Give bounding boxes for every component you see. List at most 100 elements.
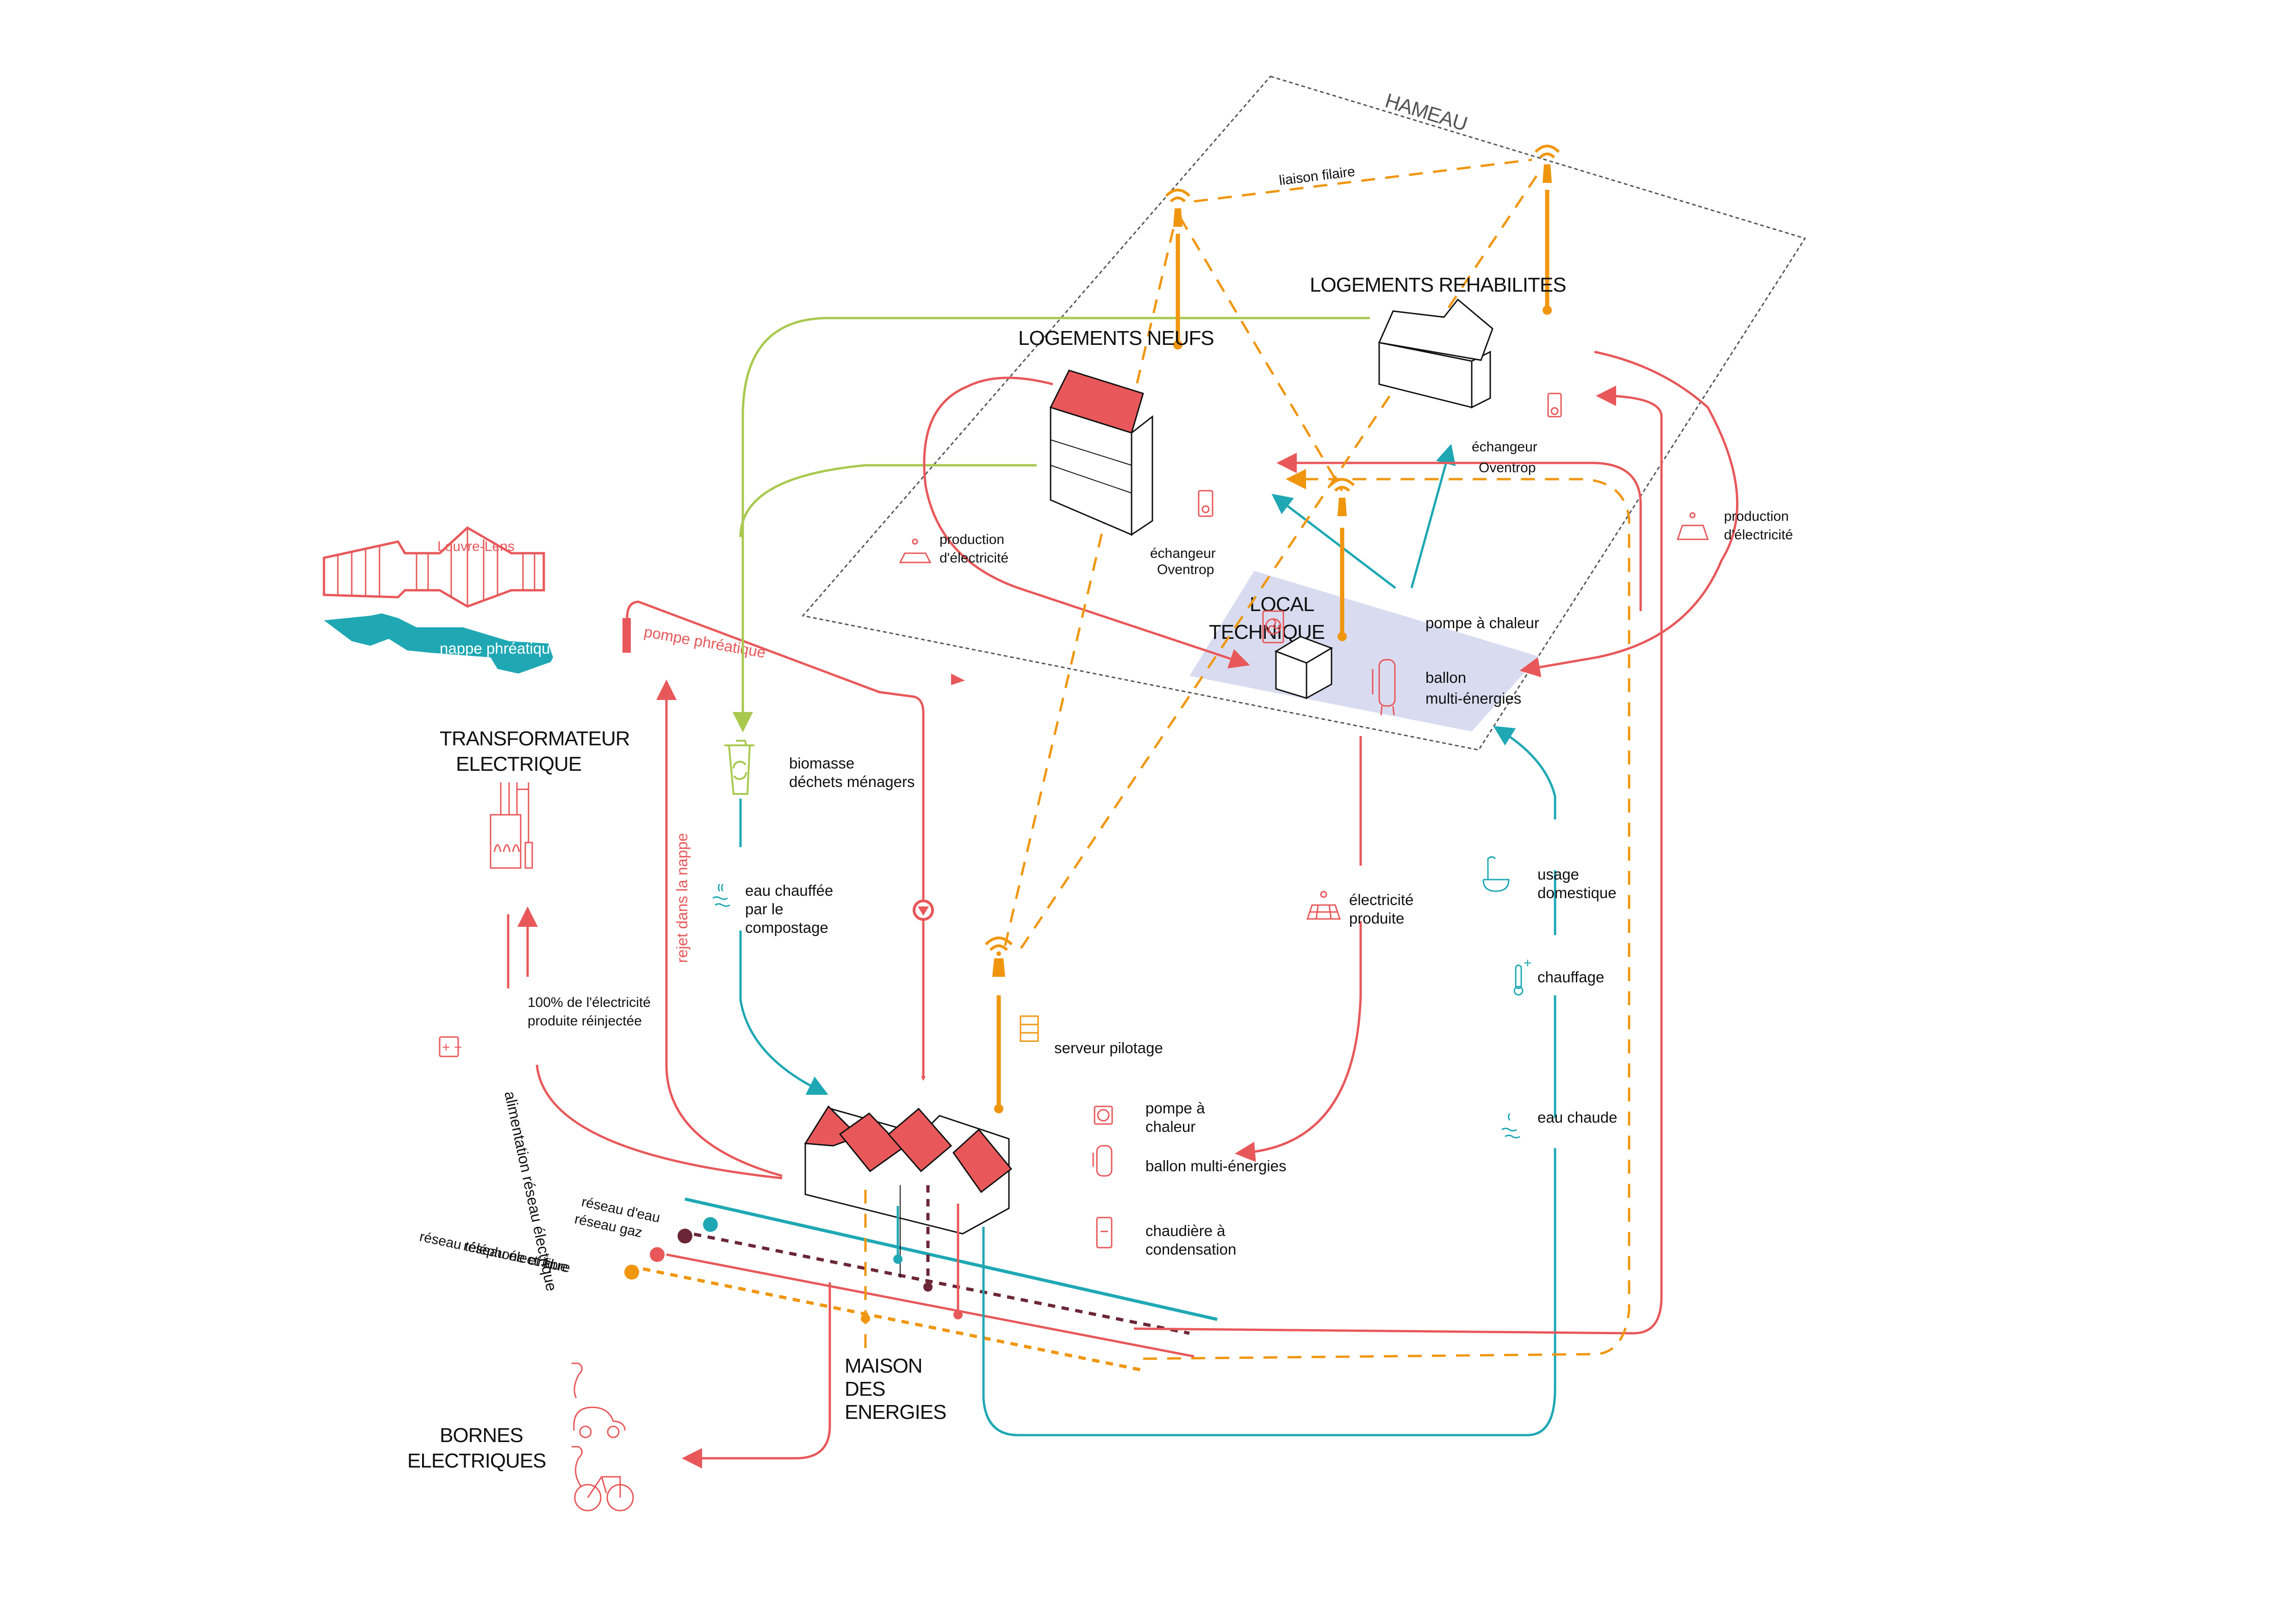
liaison-filaire-line xyxy=(1194,158,1532,203)
svg-text:+: + xyxy=(1524,956,1532,971)
bornes-label-2: ELECTRIQUES xyxy=(407,1449,546,1472)
pompe-maison-label-1: pompe à xyxy=(1145,1099,1205,1117)
rejet-nappe-line xyxy=(656,680,783,1177)
logements-rehabilites-building xyxy=(1378,298,1493,409)
reinjectee-label-1: 100% de l'électricité xyxy=(528,995,651,1010)
teal-to-rehab xyxy=(1410,443,1456,588)
solar-panel-icon-left xyxy=(899,538,932,563)
wifi-antenna-icon-rehab xyxy=(1534,144,1560,183)
heat-exchanger-icon-rehab xyxy=(1547,393,1562,418)
solar-panel-icon xyxy=(1306,891,1341,920)
data-wire-neufs-left xyxy=(1003,229,1175,949)
pompe-chaleur-local-label: pompe à chaleur xyxy=(1425,614,1539,631)
red-neufs-loop xyxy=(923,376,1250,668)
elec-produite-label-1: électricité xyxy=(1349,891,1413,908)
electric-bike-icon xyxy=(572,1446,634,1512)
battery-icon: + − xyxy=(439,1036,462,1057)
usage-label-1: usage xyxy=(1537,866,1579,883)
louvre-lens-label: Louvre-Lens xyxy=(437,539,515,554)
alimentation-line xyxy=(535,1064,783,1180)
storage-tank-icon xyxy=(1372,659,1396,716)
maison-label-2: DES xyxy=(845,1378,885,1400)
local-technique-plate xyxy=(1189,571,1539,731)
liaison-filaire-label: liaison filaire xyxy=(1278,164,1356,188)
data-wire-rehab xyxy=(1019,175,1538,950)
heat-pump-icon xyxy=(1262,610,1284,643)
eau-chaude-label: eau chaude xyxy=(1537,1109,1618,1126)
eau-chauffee-label-1: eau chauffée xyxy=(745,882,833,899)
chauffage-label: chauffage xyxy=(1537,968,1604,986)
recycle-bin-icon xyxy=(724,740,754,795)
red-grid-neufs xyxy=(1276,453,1642,611)
production-left-label-1: production xyxy=(940,532,1004,547)
maison-label-3: ENERGIES xyxy=(845,1401,946,1424)
logements-neufs-building xyxy=(1049,369,1153,536)
chaudiere-label-2: condensation xyxy=(1145,1241,1236,1258)
wifi-antenna-icon-neufs xyxy=(1165,188,1191,227)
storage-tank-icon-maison xyxy=(1092,1145,1113,1177)
electric-car-icon xyxy=(572,1362,626,1438)
red-rehab-loop xyxy=(1519,350,1739,677)
thermometer-icon: + xyxy=(1513,956,1532,996)
transformateur-label-2: ELECTRIQUE xyxy=(456,753,581,775)
echangeur-rehab-label-1: échangeur xyxy=(1472,439,1537,455)
reinjectee-label-2: produite réinjectée xyxy=(528,1013,642,1029)
serveur-label: serveur pilotage xyxy=(1054,1039,1163,1056)
louvre-lens-building: Louvre-Lens xyxy=(323,526,545,608)
solar-panel-icon-right xyxy=(1676,512,1709,540)
boiler-icon xyxy=(1096,1217,1113,1249)
maison-des-energies-building xyxy=(804,1105,1013,1278)
water-drop-icon xyxy=(703,1217,718,1232)
nappe-phreatique: nappe phréatique xyxy=(324,613,631,674)
pompe-phreatique-line xyxy=(626,600,926,1081)
wifi-antenna-icon-local xyxy=(1329,478,1355,516)
biomasse-label-2: déchets ménagers xyxy=(789,773,915,790)
local-technique: LOCAL TECHNIQUE pompe à chaleur ballon m… xyxy=(1189,571,1539,731)
eau-chauffee-label-2: par le xyxy=(745,900,784,918)
server-icon xyxy=(1020,1015,1039,1042)
biomass-line-rehab xyxy=(733,317,1370,732)
maison-label-1: MAISON xyxy=(845,1355,922,1377)
production-right-label-2: d'électricité xyxy=(1724,527,1793,543)
pump-icon xyxy=(622,618,631,653)
elec-produite-line xyxy=(1245,736,1362,1153)
production-right-label-1: production xyxy=(1724,509,1789,524)
logements-rehabilites-label: LOGEMENTS REHABILITES xyxy=(1310,274,1566,296)
rejet-nappe-label: rejet dans la nappe xyxy=(673,833,691,963)
eau-chauffee-label-3: compostage xyxy=(745,919,828,936)
logements-neufs-label: LOGEMENTS NEUFS xyxy=(1018,327,1214,350)
technical-box-icon xyxy=(1274,636,1333,700)
echangeur-neufs-label-1: échangeur xyxy=(1150,546,1216,561)
svg-text:+ −: + − xyxy=(442,1040,462,1055)
wifi-antenna-icon xyxy=(984,937,1013,977)
elec-produite-label-2: produite xyxy=(1349,910,1404,927)
echangeur-rehab-label-2: Oventrop xyxy=(1479,460,1536,475)
usage-label-2: domestique xyxy=(1537,884,1617,901)
lightning-icon xyxy=(650,1247,665,1262)
pompe-maison-label-2: chaleur xyxy=(1145,1118,1195,1135)
fiber-icon xyxy=(624,1265,639,1280)
hot-water-loop xyxy=(982,731,1556,1437)
bornes-label-1: BORNES xyxy=(440,1424,523,1447)
transformateur-label-1: TRANSFORMATEUR xyxy=(440,727,630,750)
arrow-icon xyxy=(951,674,965,685)
biomasse-label-1: biomasse xyxy=(789,755,854,772)
ballon-local-label-2: multi-énergies xyxy=(1425,690,1521,707)
local-technique-label-1: LOCAL xyxy=(1250,593,1314,616)
red-grid-rehab xyxy=(1133,386,1663,1335)
heat-pump-icon-maison xyxy=(1094,1106,1113,1125)
echangeur-neufs-label-2: Oventrop xyxy=(1157,562,1214,577)
chaudiere-label-1: chaudière à xyxy=(1145,1222,1226,1239)
transformer-icon xyxy=(490,782,533,869)
pompe-phreatique-label: pompe phréatique xyxy=(643,623,767,661)
ballon-maison-label: ballon multi-énergies xyxy=(1145,1157,1287,1174)
heat-exchanger-icon-neufs xyxy=(1198,490,1213,517)
hameau-label: HAMEAU xyxy=(1382,89,1470,136)
hot-water-icon-2 xyxy=(1501,1113,1520,1138)
compost-water-line xyxy=(739,799,819,1090)
bath-icon xyxy=(1482,856,1510,892)
gas-flame-icon xyxy=(678,1229,692,1243)
data-wire-loop xyxy=(1143,469,1630,1360)
teal-to-neufs xyxy=(1271,493,1396,589)
